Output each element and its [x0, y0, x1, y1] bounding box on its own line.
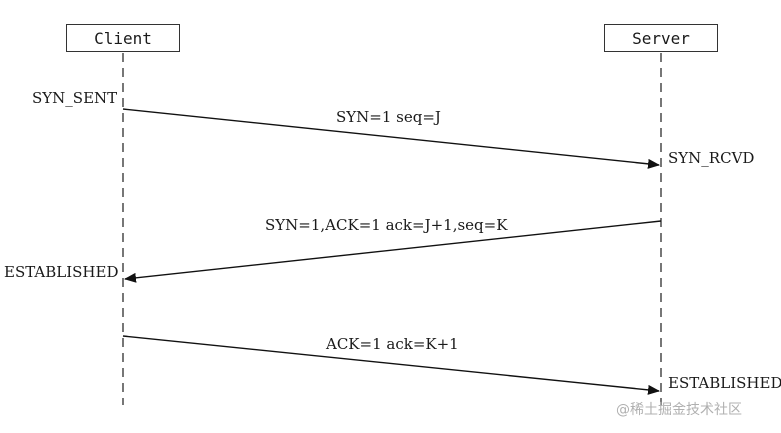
message-label-syn: SYN=1 seq=J: [336, 108, 441, 126]
syn-ack-arrow: [124, 220, 662, 283]
client-state-established: ESTABLISHED: [4, 263, 119, 281]
syn-arrow: [122, 108, 660, 169]
client-actor-box: Client: [66, 24, 180, 52]
message-label-ack: ACK=1 ack=K+1: [326, 335, 459, 353]
message-label-syn-ack: SYN=1,ACK=1 ack=J+1,seq=K: [265, 216, 508, 234]
server-actor-box: Server: [604, 24, 718, 52]
server-actor-label: Server: [632, 28, 690, 48]
server-state-syn-rcvd: SYN_RCVD: [668, 149, 755, 167]
client-actor-label: Client: [94, 28, 152, 48]
server-state-established: ESTABLISHED: [668, 374, 781, 392]
ack-arrow: [122, 335, 660, 395]
client-state-syn-sent: SYN_SENT: [32, 89, 118, 107]
watermark: @稀土掘金技术社区: [616, 402, 742, 418]
